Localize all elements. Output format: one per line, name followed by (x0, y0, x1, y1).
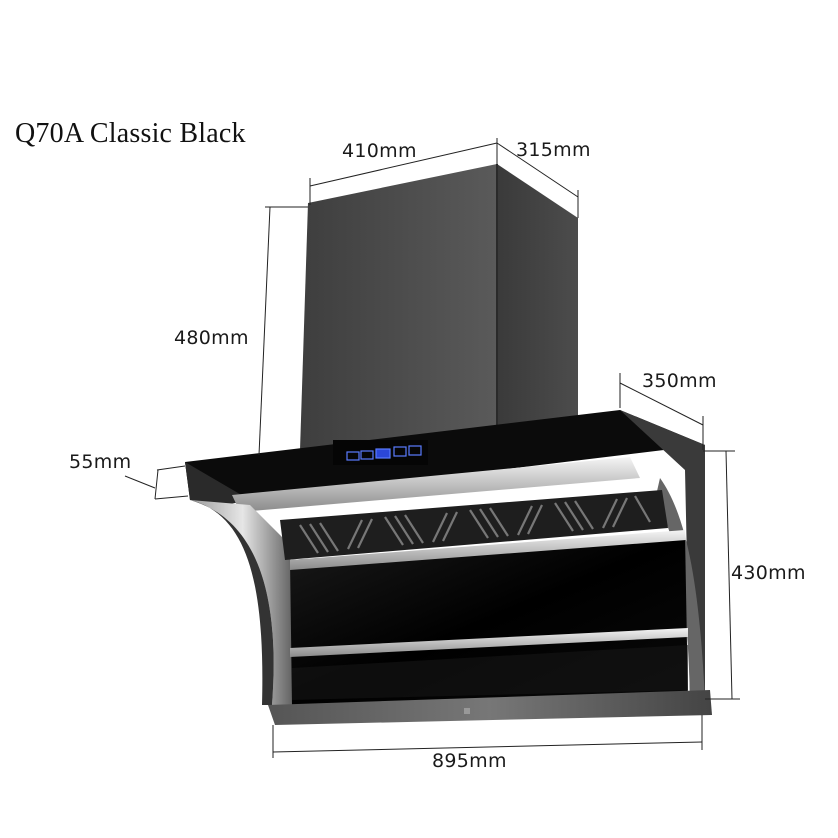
bottom-rail (268, 690, 712, 725)
canopy (185, 410, 705, 705)
chimney (300, 164, 578, 450)
dim-chimney-depth: 315mm (516, 139, 591, 161)
dim-canopy-depth: 350mm (642, 370, 717, 392)
dim-canopy-thickness: 55mm (69, 451, 132, 473)
vent-grille (280, 490, 668, 560)
dim-chimney-height: 480mm (174, 327, 249, 349)
product-title: Q70A Classic Black (15, 118, 246, 149)
control-panel[interactable] (333, 440, 428, 465)
glass-panel (290, 530, 688, 705)
dim-chimney-width: 410mm (342, 140, 417, 162)
dim-overall-width: 895mm (432, 750, 507, 772)
dim-body-height: 430mm (731, 562, 806, 584)
dimension-lines (124, 138, 740, 758)
